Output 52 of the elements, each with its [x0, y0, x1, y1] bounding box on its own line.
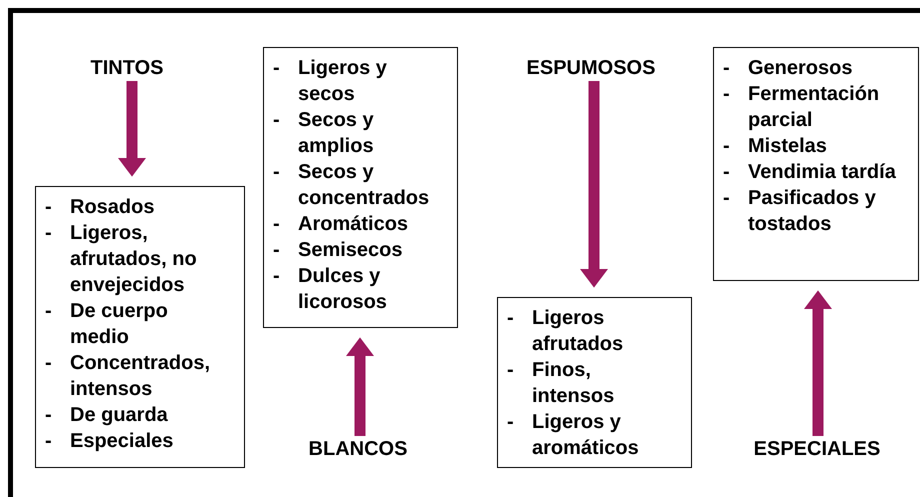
arrow — [118, 81, 146, 177]
list-item: Vendimia tardía — [748, 160, 897, 185]
list-item: Fermentación parcial — [748, 82, 880, 133]
arrow — [346, 337, 374, 436]
category-title: ESPUMOSOS — [526, 56, 656, 81]
list-box — [497, 297, 692, 468]
bullet-dash: - — [507, 410, 515, 435]
list-item: Concentrados, intensos — [70, 351, 212, 402]
arrow — [580, 81, 608, 288]
arrow — [804, 290, 832, 436]
list-item: Mistelas — [748, 134, 828, 159]
list-item: Pasificados y tostados — [748, 186, 877, 237]
bullet-dash: - — [273, 160, 281, 185]
bullet-dash: - — [45, 299, 53, 324]
list-box — [713, 47, 919, 281]
list-item: Secos y amplios — [298, 108, 375, 159]
list-item: De guarda — [70, 403, 169, 428]
category-title: TINTOS — [90, 56, 164, 81]
list-item: Especiales — [70, 429, 174, 454]
list-item: Semisecos — [298, 238, 404, 263]
bullet-dash: - — [45, 351, 53, 376]
list-item: Secos y concentrados — [298, 160, 430, 211]
bullet-dash: - — [45, 195, 53, 220]
list-box — [263, 47, 458, 328]
list-box — [35, 186, 245, 468]
bullet-dash: - — [273, 56, 281, 81]
bullet-dash: - — [507, 306, 515, 331]
bullet-dash: - — [723, 134, 731, 159]
list-item: Ligeros y aromáticos — [532, 410, 640, 461]
bullet-dash: - — [723, 82, 731, 107]
list-item: Aromáticos — [298, 212, 410, 237]
list-item: Ligeros afrutados — [532, 306, 624, 357]
bullet-dash: - — [45, 429, 53, 454]
list-item: De cuerpo medio — [70, 299, 169, 350]
bullet-dash: - — [273, 108, 281, 133]
bullet-dash: - — [723, 56, 731, 81]
bullet-dash: - — [45, 221, 53, 246]
bullet-dash: - — [507, 358, 515, 383]
list-item: Generosos — [748, 56, 854, 81]
bullet-dash: - — [273, 212, 281, 237]
list-item: Dulces y licorosos — [298, 264, 388, 315]
bullet-dash: - — [273, 264, 281, 289]
bullet-dash: - — [723, 160, 731, 185]
category-title: BLANCOS — [308, 437, 408, 462]
bullet-dash: - — [273, 238, 281, 263]
category-title: ESPECIALES — [754, 437, 880, 462]
list-item: Finos, intensos — [532, 358, 616, 409]
bullet-dash: - — [45, 403, 53, 428]
list-item: Ligeros y secos — [298, 56, 388, 107]
list-item: Ligeros, afrutados, no envejecidos — [70, 221, 198, 298]
list-item: Rosados — [70, 195, 156, 220]
bullet-dash: - — [723, 186, 731, 211]
